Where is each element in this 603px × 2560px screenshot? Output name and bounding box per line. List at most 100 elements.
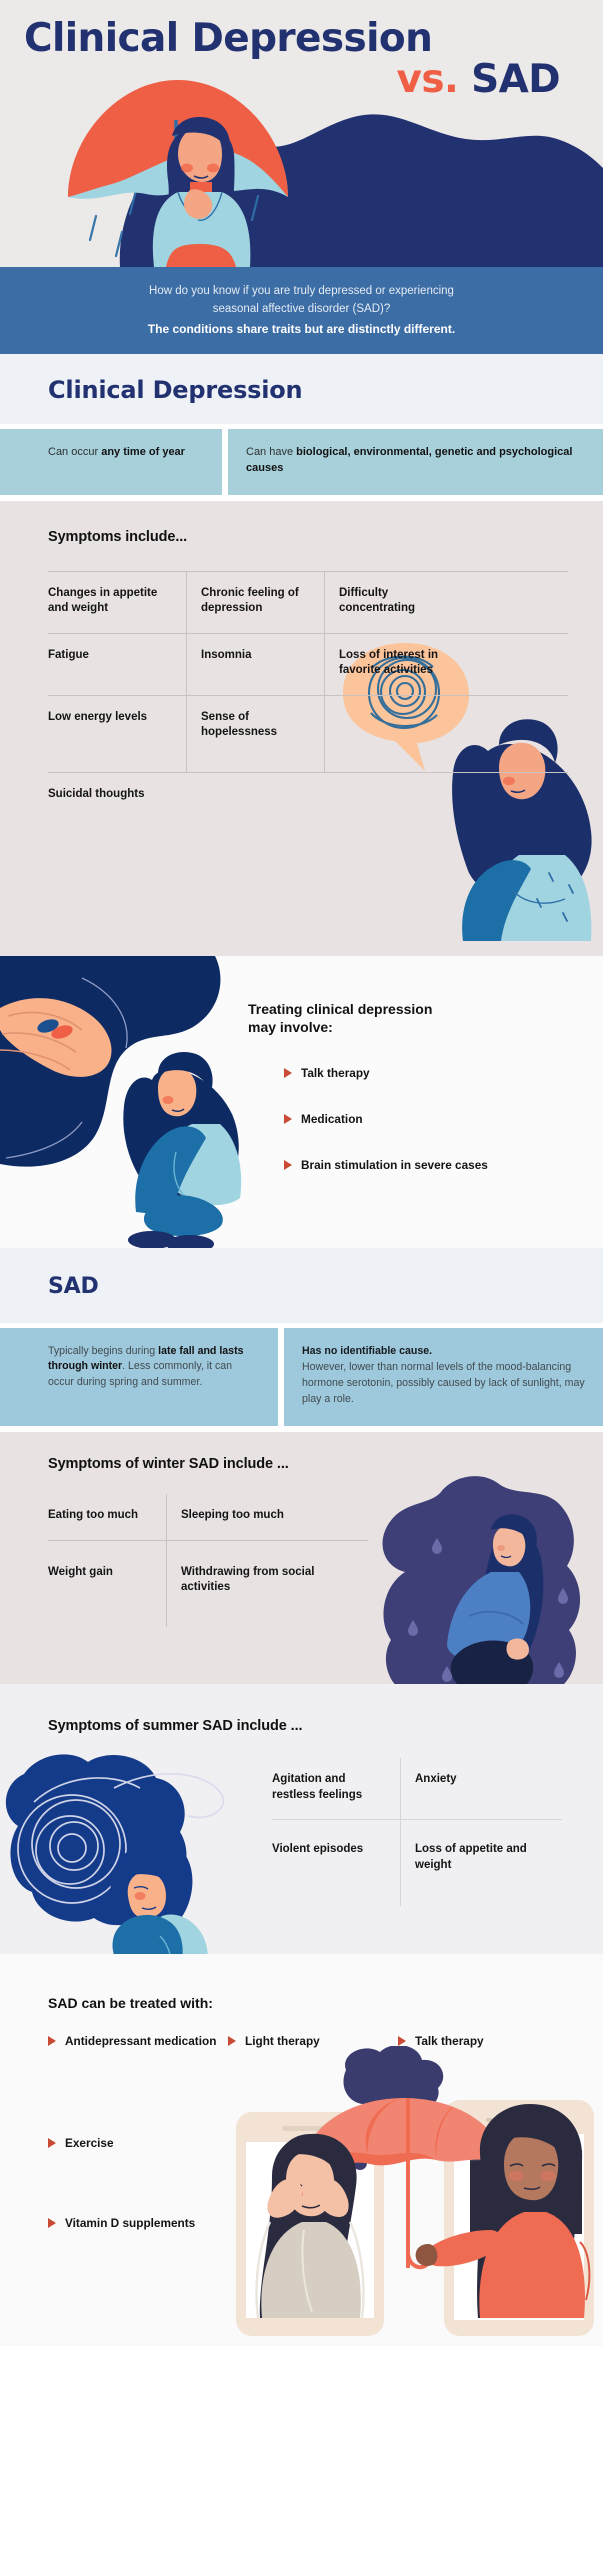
triangle-bullet-icon bbox=[284, 1113, 292, 1124]
summer-sad-title: Symptoms of summer SAD include ... bbox=[48, 1718, 303, 1735]
symptom-cell: Eating too much bbox=[48, 1509, 139, 1522]
fact-causes-plain: Can have bbox=[246, 445, 297, 458]
symptom-cell: Suicidal thoughts bbox=[48, 787, 145, 800]
cd-treatment-title-line2: may involve: bbox=[248, 1018, 333, 1035]
sad-treatment-item: Exercise bbox=[48, 2136, 228, 2152]
symptom-cell: Chronic feeling of depression bbox=[186, 571, 324, 633]
symptom-divider bbox=[48, 771, 568, 773]
sad-header: SAD bbox=[0, 1247, 603, 1323]
subtitle-question-line1: How do you know if you are truly depress… bbox=[149, 285, 454, 297]
table-row: Violent episodes Loss of appetite and we… bbox=[272, 1820, 562, 1907]
fact-causes-bold: biological, environmental, genetic and p… bbox=[246, 445, 573, 474]
sad-cause-bold: Has no identifiable cause. bbox=[302, 1344, 433, 1357]
symptom-divider bbox=[48, 570, 568, 572]
sad-heading: SAD bbox=[48, 1273, 99, 1299]
symptom-cell: Changes in appetite and weight bbox=[48, 586, 158, 615]
winter-sad-title: Symptoms of winter SAD include ... bbox=[48, 1456, 289, 1473]
winter-sad-illustration bbox=[382, 1476, 581, 1685]
hero-title-sad: SAD bbox=[458, 57, 560, 103]
cd-treatment-label: Talk therapy bbox=[301, 1065, 370, 1080]
symptom-cell: Violent episodes bbox=[272, 1843, 364, 1856]
sad-treatment-label: Exercise bbox=[65, 2136, 114, 2151]
winter-sad-panel: Symptoms of winter SAD include ... Eatin… bbox=[0, 1432, 603, 1685]
clinical-depression-heading: Clinical Depression bbox=[48, 375, 303, 404]
cd-symptoms-title: Symptoms include... bbox=[48, 528, 188, 545]
clinical-depression-header: Clinical Depression bbox=[0, 353, 603, 424]
triangle-bullet-icon bbox=[398, 2036, 406, 2047]
table-row: Changes in appetite and weight Chronic f… bbox=[48, 571, 568, 633]
sad-treatment-item: Antidepressant medication bbox=[48, 2034, 228, 2050]
symptom-cell: Anxiety bbox=[400, 1758, 550, 1820]
thought-bubble-illustration bbox=[343, 642, 592, 941]
sad-treatment-label: Vitamin D supplements bbox=[65, 2216, 196, 2231]
sad-treatment-section: SAD can be treated with: Antidepressant … bbox=[0, 1954, 603, 2347]
cd-treatment-item: Medication bbox=[284, 1112, 578, 1128]
fact-timing-bold: any time of year bbox=[101, 445, 185, 458]
table-row: Eating too much Sleeping too much bbox=[48, 1494, 368, 1540]
symptom-cell: Loss of appetite and weight bbox=[400, 1820, 550, 1907]
symptom-cell: Sense of hopelessness bbox=[186, 695, 324, 772]
cd-treatment-label: Brain stimulation in severe cases bbox=[301, 1157, 488, 1172]
symptom-cell: Agitation and restless feelings bbox=[272, 1773, 363, 1801]
table-row: Suicidal thoughts bbox=[48, 773, 568, 819]
page-title: Clinical Depression vs. SAD bbox=[24, 18, 584, 101]
sad-fact-row: Typically begins during late fall and la… bbox=[0, 1322, 603, 1433]
table-row: Low energy levels Sense of hopelessness bbox=[48, 695, 568, 772]
cd-symptoms-panel: Symptoms include... Changes in appetite … bbox=[0, 500, 603, 956]
triangle-bullet-icon bbox=[48, 2138, 56, 2149]
cd-treatment-title-line1: Treating clinical depression bbox=[248, 1000, 433, 1017]
triangle-bullet-icon bbox=[284, 1067, 292, 1078]
sad-cause-body: However, lower than normal levels of the… bbox=[302, 1361, 585, 1406]
cd-treatment-label: Medication bbox=[301, 1111, 363, 1126]
sad-season-bold: late fall and lasts through winter bbox=[48, 1344, 244, 1373]
hero-title-vs: vs. bbox=[396, 57, 459, 103]
clinical-depression-fact-row: Can occur any time of year Can have biol… bbox=[0, 423, 603, 501]
symptom-cell bbox=[324, 695, 474, 772]
subtitle-question-line2: seasonal affective disorder (SAD)? bbox=[212, 302, 391, 315]
hero-illustration bbox=[68, 80, 603, 267]
triangle-bullet-icon bbox=[284, 1159, 292, 1170]
table-row: Weight gain Withdrawing from social acti… bbox=[48, 1540, 368, 1627]
symptom-cell: Withdrawing from social activities bbox=[166, 1540, 366, 1627]
subtitle-statement: The conditions share traits but are dist… bbox=[147, 321, 456, 336]
sad-treatment-item: Talk therapy bbox=[398, 2034, 558, 2050]
sad-treatment-label: Antidepressant medication bbox=[65, 2034, 217, 2049]
symptom-cell: Low energy levels bbox=[48, 710, 148, 723]
phones-umbrella-illustration bbox=[236, 2046, 594, 2337]
fact-box-cause: Has no identifiable cause. However, lower… bbox=[284, 1327, 603, 1427]
triangle-bullet-icon bbox=[48, 2218, 56, 2229]
triangle-bullet-icon bbox=[48, 2036, 56, 2047]
sad-treatment-label: Talk therapy bbox=[415, 2034, 484, 2049]
sad-treatment-label: Light therapy bbox=[245, 2034, 320, 2049]
hero-title-line1: Clinical Depression bbox=[24, 16, 433, 61]
triangle-bullet-icon bbox=[228, 2036, 236, 2047]
symptom-cell: Loss of interest in favorite activities bbox=[324, 633, 474, 695]
symptom-cell: Weight gain bbox=[48, 1565, 113, 1578]
hero-section: Clinical Depression vs. SAD bbox=[0, 0, 603, 267]
table-row: Agitation and restless feelings Anxiety bbox=[272, 1758, 562, 1820]
cd-treatment-item: Brain stimulation in severe cases bbox=[284, 1158, 578, 1174]
sad-season-p2: . Less commonly, it can occur during spr… bbox=[48, 1360, 233, 1389]
symptom-divider bbox=[48, 632, 568, 634]
symptom-cell: Sleeping too much bbox=[166, 1494, 366, 1540]
table-row: Fatigue Insomnia Loss of interest in fav… bbox=[48, 633, 568, 695]
cd-treatment-item: Talk therapy bbox=[284, 1066, 578, 1082]
symptom-cell: Fatigue bbox=[48, 648, 89, 661]
symptom-cell: Insomnia bbox=[186, 633, 324, 695]
cd-treatment-title: Treating clinical depression may involve… bbox=[248, 1000, 578, 1036]
summer-sad-panel: Symptoms of summer SAD include ... Agita… bbox=[0, 1684, 603, 1955]
fact-box-season: Typically begins during late fall and la… bbox=[0, 1327, 278, 1427]
cd-treatment-section: Treating clinical depression may involve… bbox=[0, 955, 603, 1248]
sad-season-p1: Typically begins during bbox=[48, 1344, 159, 1357]
fact-timing-plain: Can occur bbox=[48, 445, 102, 458]
symptom-cell: Difficulty concentrating bbox=[324, 571, 474, 633]
sad-treatment-item: Light therapy bbox=[228, 2034, 398, 2050]
summer-sad-illustration bbox=[5, 1754, 225, 1955]
symptom-divider bbox=[272, 1819, 562, 1821]
helping-hand-illustration bbox=[0, 955, 242, 1248]
fact-box-causes: Can have biological, environmental, gene… bbox=[228, 428, 603, 495]
sad-treatment-title: SAD can be treated with: bbox=[48, 1995, 213, 2012]
sad-treatment-item: Vitamin D supplements bbox=[48, 2216, 218, 2232]
symptom-divider bbox=[48, 1539, 368, 1541]
